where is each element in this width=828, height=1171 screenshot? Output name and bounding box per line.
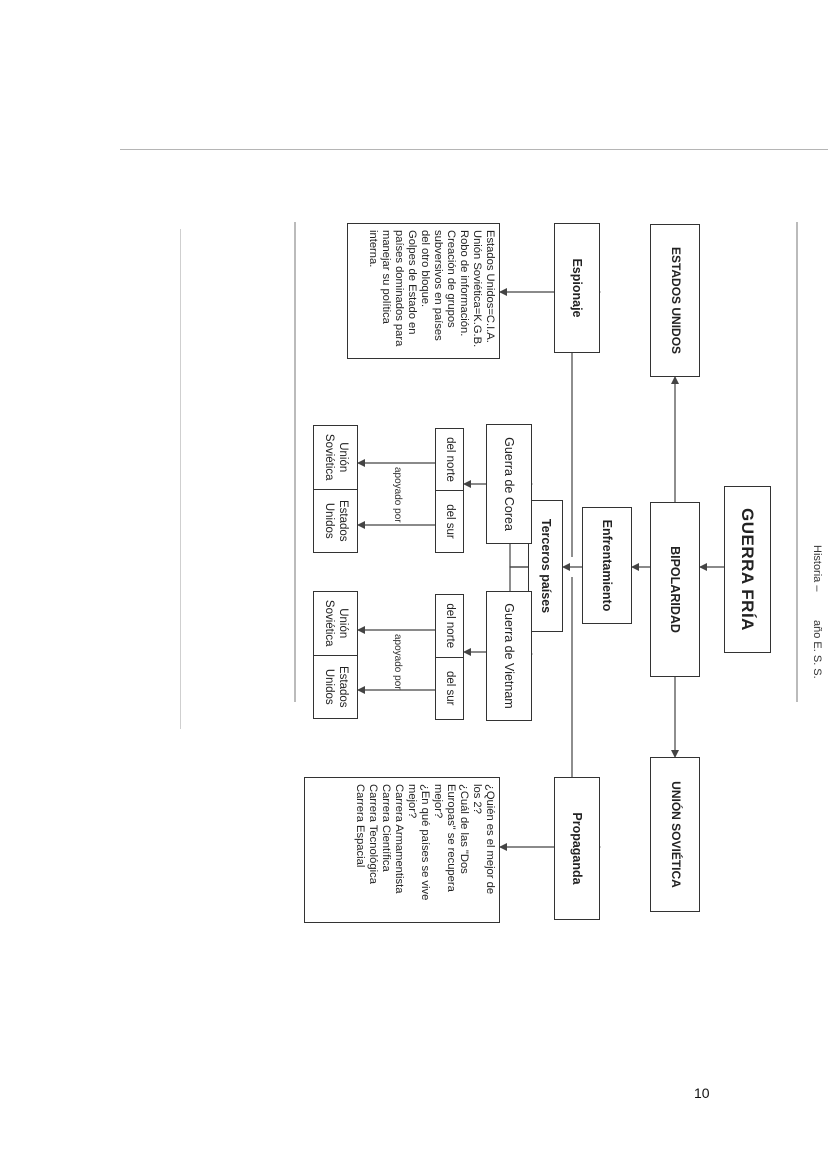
propaganda-line: ¿Cuál de las "Dos (458, 784, 471, 874)
scan-edge-line (180, 229, 181, 729)
war-korea: Guerra de Corea (486, 424, 532, 544)
espionaje-line: del otro bloque. (419, 230, 432, 308)
propaganda-line: Carrera Espacial (354, 784, 367, 868)
korea-north: del norte (444, 437, 457, 482)
espionaje-line: Creación de grupos (445, 230, 458, 328)
scan-edge-line (120, 149, 828, 150)
node-estados-unidos: ESTADOS UNIDOS (650, 224, 700, 377)
war-vietnam: Guerra de Vietnam (486, 591, 532, 721)
propaganda-details: ¿Quién es el mejor de los 2? ¿Cuál de la… (304, 777, 500, 923)
vietnam-sides: del norte del sur (435, 594, 464, 720)
espionaje-line: Golpes de Estado en (406, 230, 419, 335)
espionaje-line: subversivos en países (432, 230, 445, 341)
vietnam-supporters: Unión Soviética Estados Unidos (313, 591, 358, 719)
propaganda-line: ¿Quién es el mejor de (484, 784, 496, 895)
vietnam-north-support: Unión Soviética (323, 599, 349, 647)
espionaje-details: Estados Unidos=C.I.A. Unión Soviética=K.… (347, 223, 500, 359)
header-year: año E. S. S. (811, 620, 823, 679)
vietnam-south: del sur (436, 656, 463, 719)
espionaje-line: países dominados para (393, 230, 406, 347)
propaganda-line: Carrera Científica (380, 784, 393, 872)
propaganda-line: Europas" se recupera (445, 784, 458, 892)
espionaje-line: Robo de información. (458, 230, 471, 337)
espionaje-line: interna. (367, 230, 380, 268)
node-union-sovietica: UNIÓN SOVIÉTICA (650, 757, 700, 912)
korea-north-support: Unión Soviética (323, 433, 349, 481)
node-enfrentamiento: Enfrentamiento (582, 507, 632, 624)
propaganda-line: los 2? (471, 784, 484, 814)
node-propaganda: Propaganda (554, 777, 600, 920)
propaganda-line: mejor? (432, 784, 445, 819)
vietnam-south-support: Estados Unidos (314, 654, 357, 718)
header-subject: Historia – (811, 545, 823, 592)
propaganda-line: ¿En qué países se vive (419, 784, 432, 901)
vietnam-north: del norte (444, 603, 457, 649)
vietnam-supported-by: apoyado por (392, 634, 403, 690)
korea-south-support: Estados Unidos (314, 488, 357, 552)
node-terceros-paises: Terceros países (528, 500, 563, 632)
propaganda-line: Carrera Armamentista (393, 784, 406, 894)
title-guerra-fria: GUERRA FRÍA (724, 486, 771, 653)
espionaje-line: Estados Unidos=C.I.A. (484, 230, 496, 343)
korea-sides: del norte del sur (435, 428, 464, 553)
korea-supported-by: apoyado por (392, 467, 403, 523)
propaganda-line: mejor? (406, 784, 419, 819)
page-number: 10 (694, 1085, 710, 1101)
node-bipolaridad: BIPOLARIDAD (650, 502, 700, 677)
espionaje-line: Unión Soviética=K.G.B. (471, 230, 484, 348)
espionaje-line: manejar su política (380, 230, 393, 324)
propaganda-line: Carrera Tecnológica (367, 784, 380, 884)
rotated-diagram-frame: Historia – año E. S. S. GUERRA FRÍA BIPO… (120, 142, 828, 1032)
guerra-fria-diagram: Historia – año E. S. S. GUERRA FRÍA BIPO… (120, 142, 828, 1032)
korea-supporters: Unión Soviética Estados Unidos (313, 425, 358, 553)
korea-south: del sur (436, 490, 463, 552)
node-espionaje: Espionaje (554, 223, 600, 353)
